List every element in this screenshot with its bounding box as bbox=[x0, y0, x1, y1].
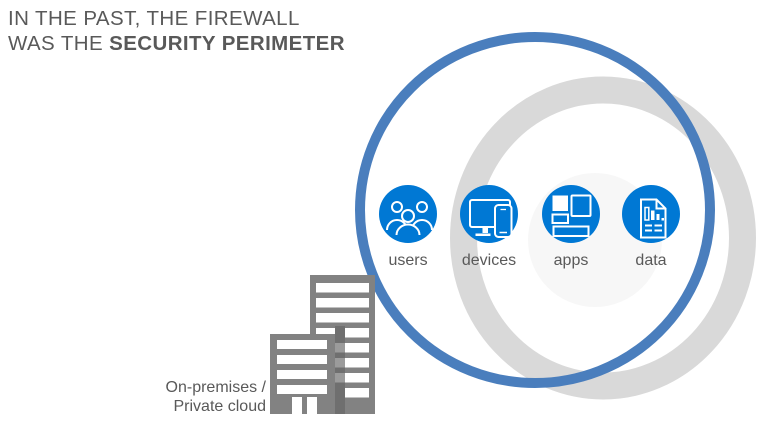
users-icon bbox=[379, 185, 437, 243]
asset-label-apps: apps bbox=[553, 252, 589, 269]
title-line-1: IN THE PAST, THE FIREWALL bbox=[8, 7, 300, 30]
gray-ring bbox=[450, 76, 756, 400]
asset-users: users bbox=[368, 185, 448, 270]
on-premises-label-line-2: Private cloud bbox=[173, 398, 267, 415]
asset-label-devices: devices bbox=[461, 252, 517, 269]
asset-label-data: data bbox=[635, 252, 667, 269]
on-premises-label-line-1: On-premises / bbox=[165, 379, 266, 396]
slide-title: IN THE PAST, THE FIREWALL WAS THE SECURI… bbox=[8, 6, 428, 56]
asset-devices: devices bbox=[449, 185, 529, 270]
building-icon bbox=[270, 275, 375, 414]
asset-apps: apps bbox=[531, 185, 611, 270]
asset-data: data bbox=[611, 185, 691, 270]
asset-label-users: users bbox=[388, 252, 428, 269]
firewall-perimeter-ring bbox=[355, 32, 715, 388]
title-line-2: WAS THE SECURITY PERIMETER bbox=[8, 32, 345, 55]
data-icon bbox=[622, 185, 680, 243]
on-premises-label: On-premises / Private cloud bbox=[128, 378, 266, 416]
apps-icon bbox=[542, 185, 600, 243]
devices-icon bbox=[460, 185, 518, 243]
